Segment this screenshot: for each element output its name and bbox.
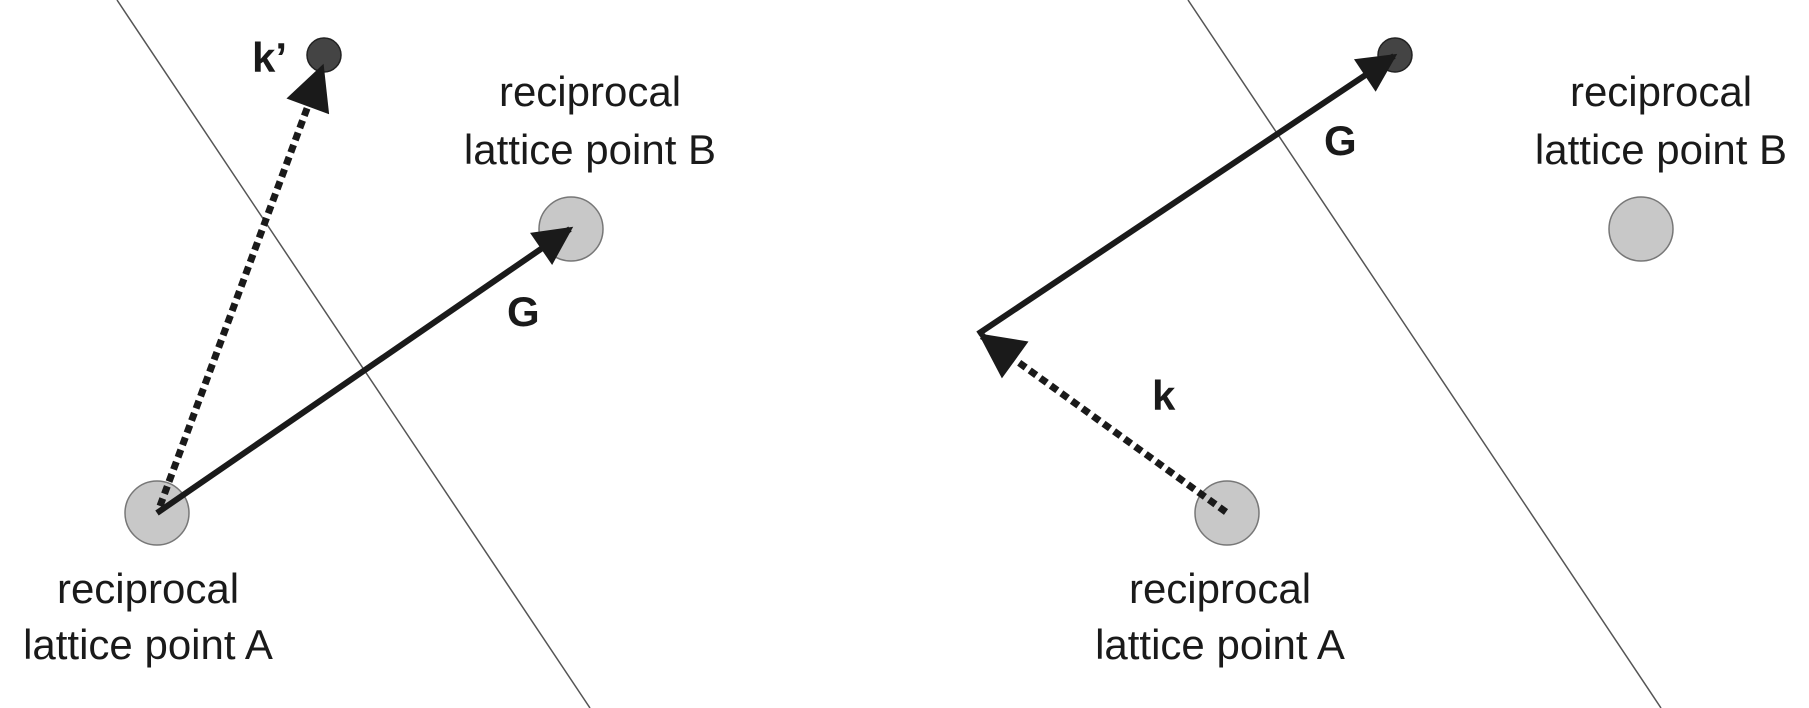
right-lattice-point-b	[1608, 196, 1674, 262]
left-point-b-label-line2: lattice point B	[464, 126, 716, 173]
left-bragg-plane	[116, 0, 591, 708]
left-k-prime-label: k’	[252, 34, 287, 81]
left-point-a-label-line2: lattice point A	[23, 621, 273, 668]
left-point-b-label-line1: reciprocal	[499, 68, 681, 115]
left-panel: k’ G reciprocal lattice point B reciproc…	[23, 0, 716, 708]
right-bragg-plane	[1187, 0, 1662, 708]
right-g-vector	[976, 53, 1398, 337]
right-k-vector	[978, 333, 1229, 515]
left-point-a-label-line1: reciprocal	[57, 565, 239, 612]
left-k-prime-vector	[156, 63, 330, 508]
right-point-b-label-line1: reciprocal	[1570, 68, 1752, 115]
left-k-prime-endpoint	[306, 37, 342, 73]
left-g-label: G	[507, 288, 540, 335]
right-point-a-label-line2: lattice point A	[1095, 621, 1345, 668]
left-lattice-point-a	[124, 480, 190, 546]
right-point-a-label-line1: reciprocal	[1129, 565, 1311, 612]
right-point-b-label-line2: lattice point B	[1535, 126, 1787, 173]
right-g-endpoint	[1377, 37, 1413, 73]
left-lattice-point-b	[538, 196, 604, 262]
right-panel: G k reciprocal lattice point B reciproca…	[976, 0, 1787, 708]
left-g-vector	[155, 226, 574, 516]
right-g-label: G	[1324, 117, 1357, 164]
right-lattice-point-a	[1194, 480, 1260, 546]
right-k-label: k	[1152, 372, 1176, 419]
